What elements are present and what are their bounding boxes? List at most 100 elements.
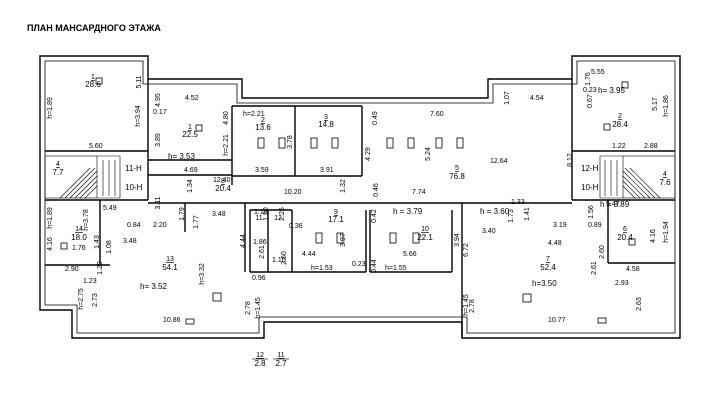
svg-text:1.10: 1.10 — [272, 257, 286, 264]
svg-text:4.52: 4.52 — [185, 95, 199, 102]
svg-text:h= 3.53: h= 3.53 — [168, 152, 195, 161]
room-area: 54.1 — [162, 263, 178, 272]
svg-text:h=1.86: h=1.86 — [663, 95, 670, 117]
svg-text:1.32: 1.32 — [340, 179, 347, 193]
room-number: 12 — [274, 215, 282, 222]
room-area: 20.4 — [617, 233, 633, 242]
room-area: 28.6 — [85, 80, 101, 89]
right-stair — [599, 155, 676, 199]
svg-text:1.10: 1.10 — [254, 209, 268, 216]
svg-text:0.46: 0.46 — [373, 183, 380, 197]
room-number: 11 — [255, 215, 262, 222]
svg-text:3.78: 3.78 — [287, 135, 294, 149]
svg-text:2.61: 2.61 — [259, 245, 266, 259]
legend-room-area: 2.7 — [275, 359, 287, 368]
dimension-labels: 5.11 5.60 4.52 4.95 0.17 3.89 4.80 4.69 … — [47, 69, 659, 324]
svg-text:h=1.53: h=1.53 — [311, 265, 333, 272]
room-number: 9 — [334, 209, 338, 216]
svg-text:2.63: 2.63 — [636, 297, 643, 311]
room-area: 76.8 — [449, 172, 465, 181]
svg-text:h=3.94: h=3.94 — [135, 105, 142, 127]
svg-text:8.12: 8.12 — [567, 153, 574, 167]
svg-text:1.08: 1.08 — [106, 240, 113, 254]
room-area: 20.4 — [215, 184, 231, 193]
svg-text:3.40: 3.40 — [482, 228, 496, 235]
svg-text:4.44: 4.44 — [240, 234, 247, 248]
svg-text:h=1.89: h=1.89 — [47, 207, 54, 229]
svg-text:0.36: 0.36 — [289, 223, 303, 230]
svg-text:3.19: 3.19 — [553, 222, 567, 229]
svg-text:1.73: 1.73 — [508, 209, 515, 223]
svg-text:0.44: 0.44 — [371, 259, 378, 273]
svg-text:0.49: 0.49 — [372, 111, 379, 125]
svg-text:4.69: 4.69 — [184, 167, 198, 174]
svg-text:10.86: 10.86 — [163, 317, 181, 324]
svg-text:1.23: 1.23 — [83, 278, 97, 285]
room-number: 8 — [221, 178, 225, 185]
svg-text:2.20: 2.20 — [153, 222, 167, 229]
svg-text:0.23: 0.23 — [352, 261, 366, 268]
svg-text:1.56: 1.56 — [588, 205, 595, 219]
svg-text:1.34: 1.34 — [187, 179, 194, 193]
svg-text:1.76: 1.76 — [585, 72, 592, 86]
svg-text:h=2.21: h=2.21 — [223, 134, 230, 156]
svg-text:0.84: 0.84 — [127, 222, 141, 229]
svg-text:4.29: 4.29 — [365, 147, 372, 161]
svg-text:7.74: 7.74 — [412, 189, 426, 196]
room-area: 7.6 — [659, 178, 671, 187]
svg-text:3.89: 3.89 — [155, 133, 162, 147]
room-labels: 1 28.6 1 22.5 2 13.6 3 14.8 5 76.8 2 28.… — [52, 74, 671, 368]
room-number: 14 — [75, 226, 83, 233]
svg-text:h= 3.95: h= 3.95 — [598, 86, 625, 95]
svg-text:0.17: 0.17 — [153, 109, 167, 116]
svg-text:5.60: 5.60 — [89, 143, 103, 150]
svg-text:1.43: 1.43 — [94, 235, 101, 249]
svg-text:12.64: 12.64 — [490, 158, 508, 165]
svg-text:0.67: 0.67 — [587, 94, 594, 108]
svg-text:0.89: 0.89 — [588, 222, 602, 229]
svg-text:3.48: 3.48 — [212, 211, 226, 218]
outer-wall — [39, 55, 681, 339]
svg-text:5.47: 5.47 — [606, 201, 620, 208]
room-number: 3 — [324, 114, 328, 121]
svg-text:1.79: 1.79 — [179, 207, 186, 221]
svg-text:7.60: 7.60 — [430, 111, 444, 118]
svg-text:1.22: 1.22 — [612, 143, 626, 150]
svg-text:3.97: 3.97 — [340, 233, 347, 247]
svg-text:1.77: 1.77 — [193, 215, 200, 229]
svg-text:1.07: 1.07 — [504, 91, 511, 105]
room-number: 1 — [91, 74, 95, 81]
svg-text:5.55: 5.55 — [591, 69, 605, 76]
svg-text:h= 3.52: h= 3.52 — [140, 282, 167, 291]
svg-text:h=3.78: h=3.78 — [83, 209, 90, 231]
svg-text:10-Н: 10-Н — [581, 183, 599, 192]
svg-text:4.16: 4.16 — [650, 229, 657, 243]
svg-text:1.41: 1.41 — [524, 207, 531, 221]
svg-text:12.40: 12.40 — [213, 177, 231, 184]
svg-text:5.49: 5.49 — [103, 205, 117, 212]
svg-text:3.48: 3.48 — [123, 238, 137, 245]
svg-text:1.33: 1.33 — [511, 199, 525, 206]
room-area: 22.5 — [182, 130, 198, 139]
svg-text:4.54: 4.54 — [530, 95, 544, 102]
svg-text:h=3.50: h=3.50 — [532, 279, 557, 288]
svg-text:10.77: 10.77 — [548, 317, 566, 324]
svg-text:12-Н: 12-Н — [581, 164, 599, 173]
svg-text:4.58: 4.58 — [626, 266, 640, 273]
room-number: 6 — [623, 226, 627, 233]
svg-text:1.76: 1.76 — [72, 245, 86, 252]
svg-text:h=1.45: h=1.45 — [255, 297, 262, 319]
room-area: 22.1 — [417, 233, 433, 242]
svg-text:11-Н: 11-Н — [125, 164, 142, 173]
room-area: 28.4 — [612, 120, 628, 129]
svg-text:2.60: 2.60 — [281, 251, 288, 265]
svg-text:2.25: 2.25 — [279, 207, 286, 221]
svg-text:h=1.89: h=1.89 — [47, 97, 54, 119]
room-area: 17.1 — [328, 215, 344, 224]
svg-text:2.61: 2.61 — [591, 261, 598, 275]
room-number: 4 — [56, 161, 60, 168]
room-number: 2 — [618, 113, 622, 120]
svg-text:10.20: 10.20 — [284, 189, 302, 196]
svg-text:4.16: 4.16 — [47, 237, 54, 251]
